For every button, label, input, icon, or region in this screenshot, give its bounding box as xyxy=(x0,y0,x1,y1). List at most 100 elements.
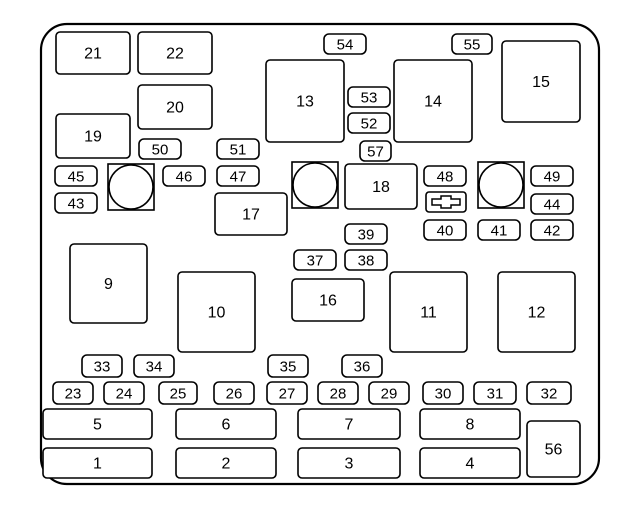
fuse-30: 30 xyxy=(422,381,464,405)
fuse-29: 29 xyxy=(368,381,410,405)
relay-19-outline xyxy=(55,113,131,159)
relay-13-label: 13 xyxy=(296,94,314,111)
fuse-26-label: 26 xyxy=(226,386,243,403)
fuse-41: 41 xyxy=(477,219,521,241)
fuse-26: 26 xyxy=(213,381,255,405)
fuse-40: 40 xyxy=(423,219,467,241)
fuse-24-label: 24 xyxy=(116,386,133,403)
relay-17: 17 xyxy=(214,192,288,236)
relay-14-label: 14 xyxy=(424,94,442,111)
relay-13: 13 xyxy=(265,59,345,143)
fuse-36: 36 xyxy=(341,354,383,378)
fuse-43-outline xyxy=(54,192,98,214)
relay-1-label: 1 xyxy=(93,456,102,473)
relay-3-label: 3 xyxy=(345,456,354,473)
fuse-29-label: 29 xyxy=(381,386,398,403)
fuse-24-outline xyxy=(103,381,145,405)
relay-4: 4 xyxy=(419,447,521,479)
fuse-27: 27 xyxy=(266,381,308,405)
relay-8-label: 8 xyxy=(466,417,475,434)
connector-circle xyxy=(292,162,338,208)
fuse-29-outline xyxy=(368,381,410,405)
fuse-47: 47 xyxy=(216,165,260,187)
relay-16: 16 xyxy=(291,278,365,322)
fuse-39-outline xyxy=(344,223,388,245)
fuse-33-outline xyxy=(81,354,123,378)
relay-16-outline xyxy=(291,278,365,322)
relay-7-label: 7 xyxy=(345,417,354,434)
relay-9: 9 xyxy=(69,243,148,324)
relay-10-outline xyxy=(177,271,256,353)
relay-14: 14 xyxy=(393,59,473,143)
relay-17-outline xyxy=(214,192,288,236)
fuse-37-label: 37 xyxy=(307,253,324,270)
fuse-47-outline xyxy=(216,165,260,187)
fuse-23-label: 23 xyxy=(65,386,82,403)
fuse-38-outline xyxy=(344,249,388,271)
relay-19: 19 xyxy=(55,113,131,159)
fuse-46-outline xyxy=(162,165,206,187)
relay-3: 3 xyxy=(297,447,401,479)
fuse-55-label: 55 xyxy=(464,37,481,54)
relay-4-outline xyxy=(419,447,521,479)
fuse-37: 37 xyxy=(293,249,337,271)
relay-21-label: 21 xyxy=(84,46,102,63)
relay-11: 11 xyxy=(389,271,468,353)
fuse-47-label: 47 xyxy=(230,169,247,186)
relay-56: 56 xyxy=(526,420,581,478)
relay-56-label: 56 xyxy=(545,442,563,459)
relay-11-outline xyxy=(389,271,468,353)
relay-1: 1 xyxy=(42,447,153,479)
fuse-50-label: 50 xyxy=(152,142,169,159)
relay-2-label: 2 xyxy=(222,456,231,473)
fuse-39-label: 39 xyxy=(358,227,375,244)
relay-6: 6 xyxy=(175,408,277,440)
fuse-43-label: 43 xyxy=(68,196,85,213)
fuse-48: 48 xyxy=(423,165,467,187)
relay-18-label: 18 xyxy=(372,179,390,196)
fuse-25: 25 xyxy=(158,381,198,405)
fuse-49-outline xyxy=(530,165,574,187)
relay-9-label: 9 xyxy=(104,276,113,293)
fuse-36-label: 36 xyxy=(354,359,371,376)
chevrolet-bowtie-icon xyxy=(425,191,467,213)
fuse-25-label: 25 xyxy=(170,386,187,403)
fuse-31: 31 xyxy=(473,381,517,405)
fuse-27-outline xyxy=(266,381,308,405)
relay-22: 22 xyxy=(137,31,213,75)
round-connector-1 xyxy=(107,163,155,211)
fuse-32: 32 xyxy=(526,381,572,405)
relay-15-label: 15 xyxy=(532,74,550,91)
relay-2: 2 xyxy=(175,447,277,479)
fuse-55: 55 xyxy=(451,33,493,55)
relay-9-outline xyxy=(69,243,148,324)
relay-15-outline xyxy=(501,40,581,123)
fuse-44-outline xyxy=(530,193,574,215)
relay-18-outline xyxy=(344,163,418,210)
relay-5: 5 xyxy=(42,408,153,440)
fuse-28: 28 xyxy=(317,381,359,405)
fuse-57-outline xyxy=(359,140,392,162)
fuse-57: 57 xyxy=(359,140,392,162)
fuse-34-label: 34 xyxy=(146,359,163,376)
fuse-45: 45 xyxy=(54,165,98,187)
fuse-45-outline xyxy=(54,165,98,187)
fuse-35-outline xyxy=(267,354,309,378)
fuse-28-label: 28 xyxy=(330,386,347,403)
fuse-31-label: 31 xyxy=(487,386,504,403)
fuse-53-label: 53 xyxy=(361,90,378,107)
fuse-24: 24 xyxy=(103,381,145,405)
fuse-49-label: 49 xyxy=(544,169,561,186)
relay-7: 7 xyxy=(297,408,401,440)
relay-11-label: 11 xyxy=(420,305,437,322)
relay-16-label: 16 xyxy=(319,293,337,310)
fuse-35: 35 xyxy=(267,354,309,378)
fuse-38-label: 38 xyxy=(358,253,375,270)
fuse-41-outline xyxy=(477,219,521,241)
fuse-52-outline xyxy=(347,112,391,134)
fuse-28-outline xyxy=(317,381,359,405)
fuse-50: 50 xyxy=(138,138,182,160)
relay-2-outline xyxy=(175,447,277,479)
fuse-53: 53 xyxy=(347,86,391,108)
